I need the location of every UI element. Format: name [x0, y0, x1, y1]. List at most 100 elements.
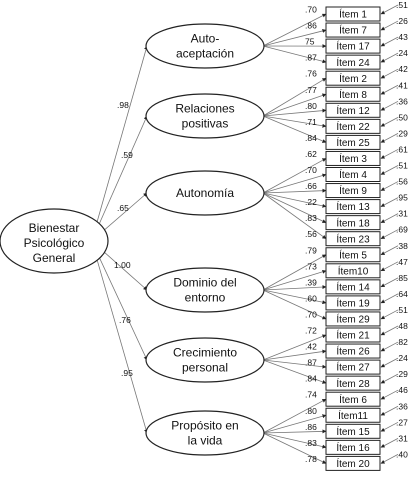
item-loading-label: .87	[305, 358, 317, 368]
error-variance-label: .41	[396, 80, 408, 90]
error-variance-label: .36	[396, 401, 408, 411]
item-label: Ítem 9	[339, 184, 367, 197]
general-loading-label: .65	[117, 203, 129, 213]
item-loading-label: .86	[305, 21, 317, 31]
general-factor-label: General	[33, 251, 76, 265]
error-variance-label: .48	[396, 321, 408, 331]
item-label: Ítem 26	[336, 345, 370, 358]
item-loading-label: .42	[305, 342, 317, 352]
factor-label: Auto-	[191, 32, 220, 46]
factor-label: Crecimiento	[173, 346, 237, 360]
item-label: Ítem 8	[339, 88, 367, 101]
item-loading-label: .86	[305, 422, 317, 432]
factor-label: personal	[182, 361, 228, 375]
error-variance-label: .82	[396, 337, 408, 347]
error-variance-label: .50	[396, 112, 408, 122]
error-variance-label: .36	[396, 96, 408, 106]
general-loading-label: .59	[121, 150, 133, 160]
general-loading-label: 1.00	[114, 260, 131, 270]
item-loading-label: .60	[305, 293, 317, 303]
item-loading-label: .84	[305, 374, 317, 384]
item-label: Ítem 12	[336, 104, 370, 117]
item-loading-label: .70	[305, 165, 317, 175]
item-loading-label: .80	[305, 406, 317, 416]
item-loading-label: .78	[305, 454, 317, 464]
item-loading-label: .71	[305, 117, 317, 127]
item-loading-label: .70	[305, 309, 317, 319]
general-loading-label: .76	[119, 315, 131, 325]
item-label: Ítem 4	[339, 168, 367, 181]
error-variance-label: .69	[396, 225, 408, 235]
item-label: Ítem 29	[336, 313, 370, 326]
item-loading-label: .87	[305, 53, 317, 63]
item-loading-label: .74	[305, 390, 317, 400]
item-loading-label: .39	[305, 277, 317, 287]
item-loading-label: .66	[305, 181, 317, 191]
item-label: Ítem 22	[336, 120, 370, 133]
item-loading-label: .72	[305, 326, 317, 336]
general-to-factor-arrow	[97, 260, 147, 433]
item-label: Ítem11	[338, 409, 368, 422]
item-loading-label: .77	[305, 85, 317, 95]
error-variance-label: .40	[396, 449, 408, 459]
item-label: Ítem 21	[336, 329, 370, 342]
factor-label: entorno	[185, 291, 226, 305]
item-label: Ítem 25	[336, 136, 370, 149]
item-loading-label: .56	[305, 229, 317, 239]
item-loading-label: .83	[305, 438, 317, 448]
general-loading-label: .98	[117, 100, 129, 110]
general-loading-label: .95	[121, 368, 133, 378]
error-variance-label: .38	[396, 241, 408, 251]
error-variance-label: .85	[396, 273, 408, 283]
error-variance-label: .61	[396, 144, 408, 154]
item-loading-label: .62	[305, 149, 317, 159]
item-label: Ítem 5	[339, 248, 367, 261]
item-loading-label: .83	[305, 213, 317, 223]
item-label: Ítem 18	[336, 216, 370, 229]
item-label: Ítem 23	[336, 232, 370, 245]
factor-label: la vida	[188, 434, 223, 448]
item-label: Ítem 2	[339, 72, 367, 85]
factor-label: Propósito en	[171, 419, 238, 433]
item-loading-label: .84	[305, 133, 317, 143]
error-variance-label: .51	[396, 305, 408, 315]
item-label: Ítem 6	[339, 393, 367, 406]
error-variance-label: .27	[396, 417, 408, 427]
item-loading-label: .22	[305, 197, 317, 207]
item-loading-label: .80	[305, 101, 317, 111]
item-label: Ítem 14	[336, 280, 370, 293]
error-variance-label: .24	[396, 48, 408, 58]
error-variance-label: .51	[396, 0, 408, 10]
item-label: Ítem 17	[336, 40, 370, 53]
error-variance-label: .64	[396, 289, 408, 299]
factor-label: Dominio del	[173, 276, 236, 290]
item-label: Ítem 20	[336, 457, 370, 470]
item-loading-label: 75	[305, 37, 315, 47]
item-label: Ítem 7	[339, 24, 367, 37]
item-label: Ítem 1	[339, 8, 367, 21]
error-variance-label: .29	[396, 128, 408, 138]
item-label: Ítem10	[338, 264, 369, 277]
error-variance-label: .31	[396, 209, 408, 219]
item-label: Ítem 24	[336, 56, 370, 69]
item-loading-label: .76	[305, 69, 317, 79]
error-variance-label: .95	[396, 193, 408, 203]
error-variance-label: .51	[396, 161, 408, 171]
error-variance-label: .47	[396, 257, 408, 267]
item-label: Ítem 19	[336, 297, 370, 310]
item-label: Ítem 15	[336, 425, 370, 438]
error-variance-label: .42	[396, 64, 408, 74]
error-variance-label: .26	[396, 16, 408, 26]
error-variance-label: .56	[396, 177, 408, 187]
item-label: Ítem 27	[336, 361, 370, 374]
factor-label: positivas	[182, 117, 229, 131]
item-loading-label: .73	[305, 261, 317, 271]
error-variance-label: .29	[396, 369, 408, 379]
item-loading-label: .70	[305, 5, 317, 15]
factor-label: Autonomía	[176, 186, 234, 200]
error-variance-label: .43	[396, 32, 408, 42]
error-variance-label: .24	[396, 353, 408, 363]
item-loading-label: .79	[305, 245, 317, 255]
error-variance-label: .31	[396, 433, 408, 443]
item-label: Ítem 3	[339, 152, 367, 165]
